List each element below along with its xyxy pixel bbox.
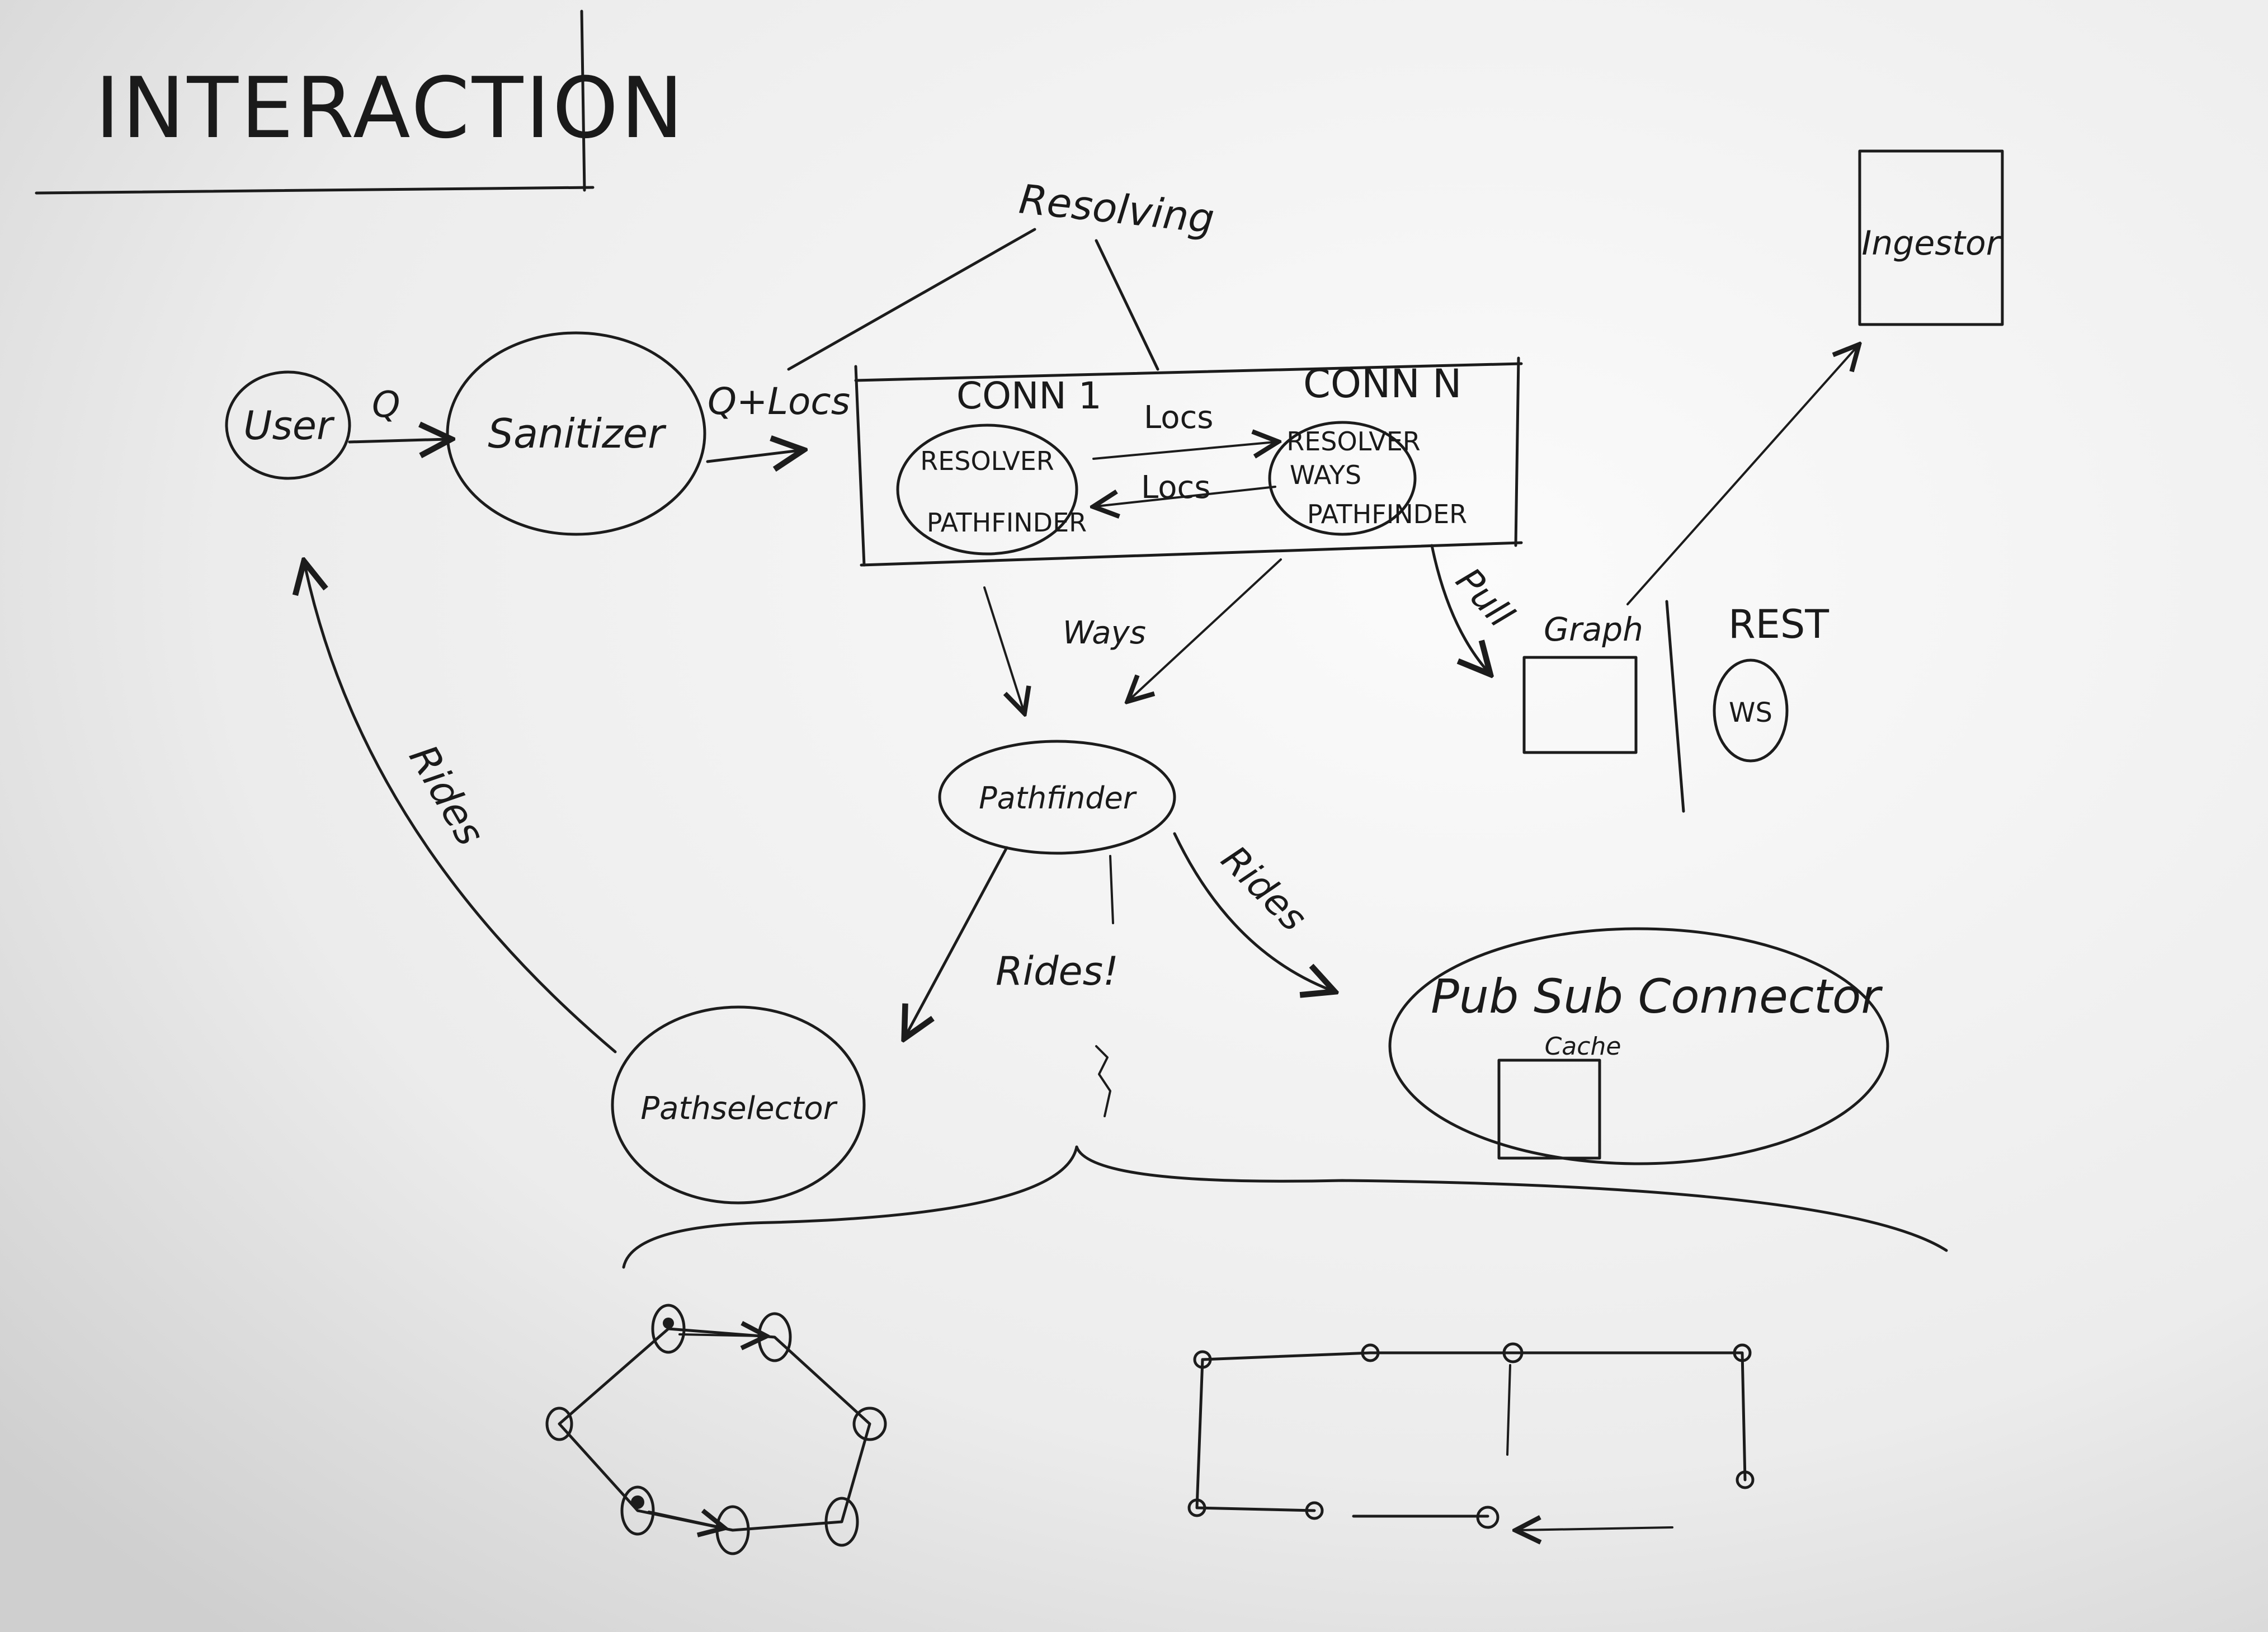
connN-title: CONN N xyxy=(1303,361,1461,407)
graph-label: Graph xyxy=(1544,610,1643,648)
pathfinder-node: Pathfinder xyxy=(938,740,1176,855)
edge-ways: Ways xyxy=(983,558,1282,711)
example-graph-right xyxy=(1187,1342,1755,1530)
user-node: User xyxy=(225,370,351,480)
connN-pathfinder: PATHFINDER xyxy=(1307,499,1467,529)
edge-locs-forward-label: Locs xyxy=(1144,399,1213,436)
pathselector-node: Pathselector xyxy=(611,1005,866,1205)
connN-ways: WAYS xyxy=(1290,460,1361,490)
connectors-box xyxy=(854,356,1523,567)
sanitizer-label: Sanitizer xyxy=(488,410,667,457)
graph-node: Graph REST WS xyxy=(1522,600,1829,813)
edge-q-label: Q xyxy=(372,384,400,426)
edge-qlocs-label: Q+Locs xyxy=(708,380,850,423)
bottom-brace xyxy=(622,1145,1948,1269)
conn1-pathfinder: PATHFINDER xyxy=(927,507,1087,538)
conn1-title: CONN 1 xyxy=(956,374,1102,417)
sanitizer-node: Sanitizer xyxy=(446,331,706,536)
ws-label: WS xyxy=(1729,697,1772,728)
connN-node: CONN N RESOLVER WAYS PATHFINDER xyxy=(1268,361,1467,536)
conn1-resolver: RESOLVER xyxy=(920,446,1054,476)
pubsub-label: Pub Sub Connector xyxy=(1431,969,1883,1024)
conn1-node: CONN 1 RESOLVER PATHFINDER xyxy=(896,374,1102,556)
ingestor-label: Ingestor xyxy=(1862,224,2002,263)
edge-user-sanitizer: Q xyxy=(348,384,447,442)
user-label: User xyxy=(243,403,335,449)
connN-resolver: RESOLVER xyxy=(1286,426,1421,457)
pubsub-node: Pub Sub Connector Cache xyxy=(1388,927,1889,1165)
cache-label: Cache xyxy=(1545,1032,1621,1061)
pathselector-label: Pathselector xyxy=(640,1090,837,1127)
rest-label: REST xyxy=(1728,601,1829,647)
diagram-title: INTERACTION xyxy=(95,60,686,157)
edge-locs-back-label: Locs xyxy=(1141,469,1210,506)
edge-ways-label: Ways xyxy=(1063,615,1146,651)
pathfinder-label: Pathfinder xyxy=(979,780,1137,816)
edge-rides-left: Rides! xyxy=(906,846,1119,1035)
example-graph-left xyxy=(545,1304,887,1555)
title-block: INTERACTION xyxy=(35,10,686,195)
ingestor-node: Ingestor xyxy=(1626,149,2004,605)
edge-rides-left-label: Rides! xyxy=(996,948,1119,994)
edge-locs: Locs Locs xyxy=(1093,399,1275,506)
edge-sanitizer-connectors: Q+Locs xyxy=(706,380,850,462)
vertical-separator xyxy=(1095,855,1114,1117)
